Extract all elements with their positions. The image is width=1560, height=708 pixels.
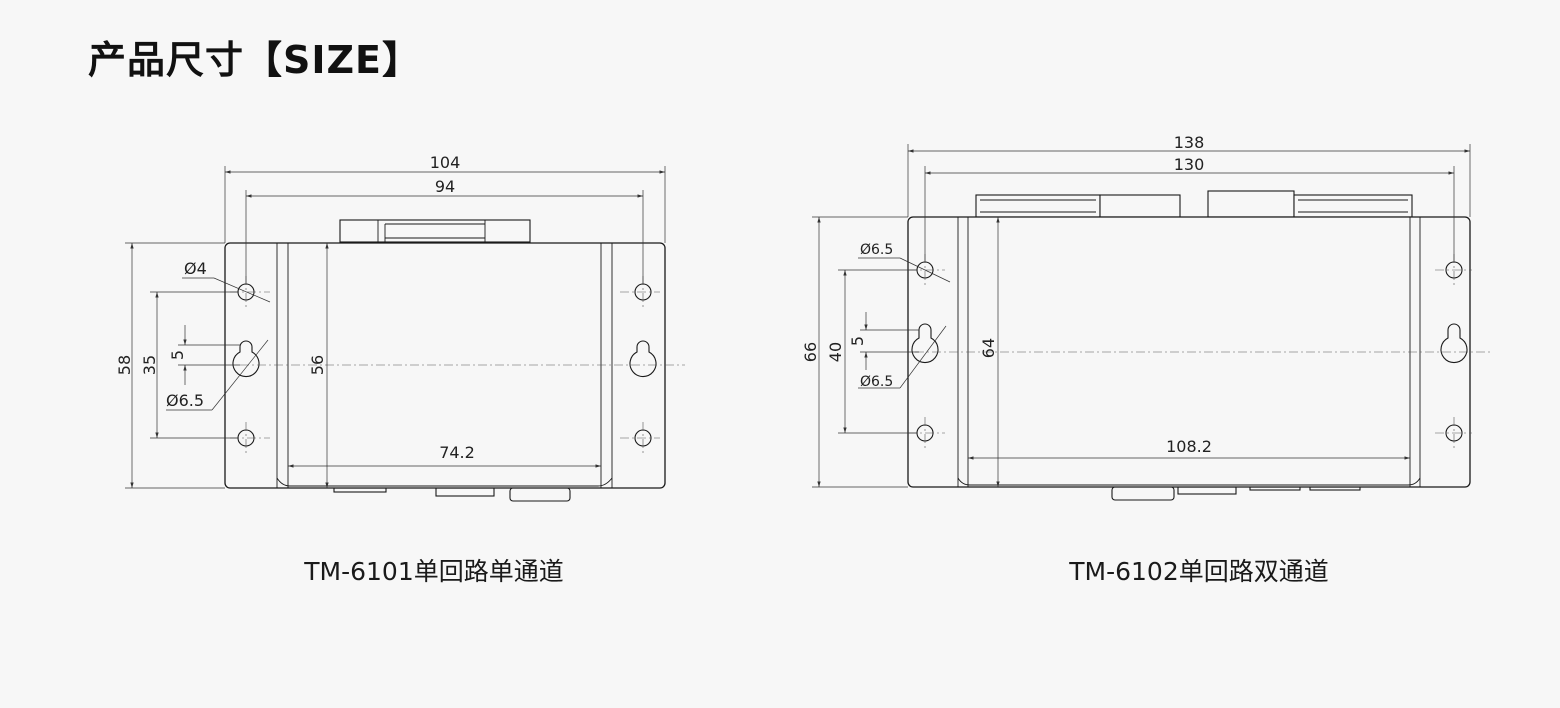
flange-lines	[276, 243, 613, 488]
keyhole-slot	[911, 323, 939, 364]
dim-hole-spacing-v: 35	[140, 355, 159, 375]
dim-overall-height: 66	[801, 342, 820, 362]
dim-hole-spacing-v: 40	[826, 342, 845, 362]
dim-hole-span-width: 94	[435, 177, 455, 196]
dim-overall-height: 58	[115, 355, 134, 375]
keyhole-slot	[232, 340, 260, 378]
dim-keyhole-slot: 5	[848, 336, 867, 346]
keyhole-slot	[629, 340, 657, 378]
top-terminal-blocks	[975, 190, 1413, 218]
caption-tm-6101: TM-6101单回路单通道	[303, 557, 564, 586]
dim-overall-width: 104	[430, 153, 461, 172]
dim-inner-height: 56	[308, 355, 327, 375]
label-hole-dia-small: Ø4	[184, 259, 207, 278]
top-terminal-block	[339, 219, 531, 243]
label-hole-dia-keyhole: Ø6.5	[166, 391, 204, 410]
label-hole-dia-keyhole: Ø6.5	[860, 374, 893, 390]
label-hole-dia-top: Ø6.5	[860, 242, 893, 258]
drawing-tm-6101: 104 94 58 35 5 56 74.2 Ø4 Ø6.5	[115, 153, 685, 586]
housing-outline	[224, 242, 666, 489]
caption-tm-6102: TM-6102单回路双通道	[1068, 557, 1329, 586]
keyhole-slot	[1440, 323, 1468, 364]
dim-inner-width: 74.2	[439, 443, 475, 462]
bottom-connectors	[1111, 486, 1361, 501]
page-title: 产品尺寸【SIZE】	[88, 38, 422, 82]
bottom-connectors	[333, 487, 571, 502]
drawing-tm-6102: 138 130 66 40 5 64 108.2 Ø6.5 Ø6.	[801, 133, 1492, 586]
dim-inner-width: 108.2	[1166, 437, 1212, 456]
dim-inner-height: 64	[979, 338, 998, 358]
dim-keyhole-slot: 5	[168, 350, 187, 360]
dim-hole-span-width: 130	[1174, 155, 1205, 174]
dim-overall-width: 138	[1174, 133, 1205, 152]
